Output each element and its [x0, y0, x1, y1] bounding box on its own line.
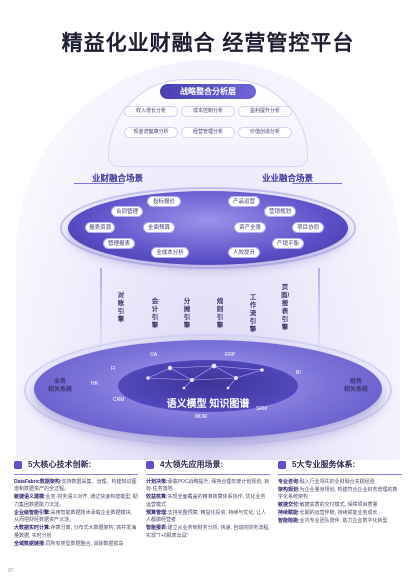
engine-label: 页面/报表引擎: [281, 284, 290, 331]
divider: [146, 474, 270, 475]
page-title: 精益化业财融合 经营管控平台: [61, 32, 355, 55]
strategy-item: 价值创造分析: [238, 127, 292, 138]
knowledge-graph: [146, 363, 264, 390]
list-item: 敏捷交付:敏捷高质的交付模式, 保障项目质量: [278, 502, 378, 509]
data-beam: [318, 268, 320, 358]
feature-columns: 5大核心技术创新: DataFabric数据架构:支持数据采集、治理、构建知识图…: [14, 458, 402, 566]
strategy-layer-title: 战略整合分析层: [160, 84, 256, 99]
base-core: [118, 360, 298, 412]
left-system-label: 业务 相关系统: [48, 379, 73, 393]
list-item: 预算管理:支持完整预算, 精益化投资, 持续与优化, 让人人都做经营者: [146, 509, 267, 524]
list-item: DataFabric数据架构:支持数据采集、治理、构建知识图谱和数据资产的全过程…: [14, 479, 137, 493]
column-heading: 4大领先应用场景:: [146, 458, 270, 472]
column-heading: 5大核心技术创新:: [14, 458, 138, 472]
column-heading: 5大专业服务体系:: [278, 458, 402, 472]
system-segment: OA: [150, 352, 158, 358]
scene-chip: 资产全景: [234, 222, 266, 233]
scene-chip: 报表资源: [85, 222, 115, 233]
list-item: 全域数据链接:同所有类型数据整合, 消除数据孤岛: [14, 540, 124, 547]
system-segment: HR: [91, 381, 99, 387]
heading-marker-icon: [278, 461, 286, 469]
base-ellipse-rim: [24, 334, 392, 446]
scene-chip: 产销平衡: [272, 238, 304, 249]
list-item: 架构规划:为企业量身规划, 构建符合企业财务管理的数字化系统架构: [278, 487, 398, 501]
system-segment: SRM: [256, 406, 268, 412]
left-scene-underline: [74, 183, 124, 184]
strategy-item: 经营管理分析: [181, 127, 235, 138]
scene-chip: 全面预算: [143, 222, 175, 233]
list-item: 计划决策:承载POC战略提升, 保持合理年度计划规划, 目标·任务落地: [146, 479, 270, 493]
scene-chip: 人效提升: [228, 247, 260, 258]
system-segment: BI: [296, 370, 301, 376]
engine-label: 会计引擎: [151, 298, 159, 329]
right-scene-title: 业业融合场景: [262, 173, 314, 183]
system-segment: MDM: [195, 414, 207, 420]
scene-chip: 产品运营: [228, 196, 260, 207]
feature-column: 4大领先应用场景: 计划决策:承载POC战略提升, 保持合理年度计划规划, 目标…: [146, 458, 270, 566]
list-item: 持续赋能:长期的运营伴随, 持续赋能业务成长: [278, 510, 378, 517]
page-number: 97: [8, 568, 14, 574]
list-item: 敏捷语义建模:业务·财务语义对齐, 通过快速构建模型, 助力集团数据能力沉淀。: [14, 494, 138, 508]
system-segment: ERP: [225, 352, 236, 358]
left-scene-title: 业财融合场景: [92, 173, 144, 183]
right-system-label: 财务 相关系统: [344, 379, 369, 393]
divider: [278, 474, 402, 475]
system-segment: CRM: [113, 397, 125, 403]
list-item: 智能报表:建立从业务到财务分析, 快速, 自动的财务流程, 实现"T+0报表出具…: [146, 525, 270, 539]
heading-marker-icon: [14, 461, 22, 469]
data-beam: [100, 268, 102, 358]
scene-chip: 营销规划: [264, 206, 296, 217]
list-item: 效益核算:实现全面覆盖的精准核算体系协作, 优化业务运营模式: [146, 494, 266, 508]
engine-label: 对账引擎: [117, 292, 125, 323]
divider: [14, 474, 138, 475]
strategy-item: 盈利提升分析: [238, 106, 292, 117]
scene-ellipse-rim: [60, 187, 356, 269]
engine-label: 工作流引擎: [249, 294, 257, 333]
right-scene-underline: [292, 183, 342, 184]
feature-column: 5大专业服务体系: 专业咨询:融入行业领先的业财融合实践经验 架构规划:为企业量…: [278, 458, 402, 566]
strategy-item: 成本控制分析: [181, 106, 235, 117]
system-segment: FI: [111, 366, 116, 372]
scene-chip: 投标报价: [147, 196, 181, 207]
heading-marker-icon: [146, 461, 154, 469]
base-title: 语义模型 知识图谱: [166, 399, 250, 410]
list-item: 专业咨询:融入行业领先的业财融合实践经验: [278, 479, 375, 485]
engine-label: 分摊引擎: [183, 298, 191, 329]
list-item: 大数据实时计算:存算分离, 分布式大数据架构, 高并发海量数据, 实时分析: [14, 525, 137, 539]
scene-chip: 合同管理: [111, 206, 143, 217]
list-item: 智能陪跑:业内专业团队陪伴, 助力企业数字化转型: [278, 518, 388, 525]
list-item: 企业级智能引擎:采用智能数据技术承载企业数据模块, 从而把财经数据资产沉淀。: [14, 509, 133, 524]
engine-label: 规则引擎: [216, 298, 224, 329]
scene-chip: 全成本分析: [151, 247, 189, 258]
scene-chip: 项目协同: [292, 222, 324, 233]
scene-chip: 管理报表: [103, 238, 135, 249]
feature-column: 5大核心技术创新: DataFabric数据架构:支持数据采集、治理、构建知识图…: [14, 458, 138, 566]
strategy-item: 现金流健康分析: [124, 127, 178, 138]
strategy-item: 收入增长分析: [124, 106, 178, 117]
